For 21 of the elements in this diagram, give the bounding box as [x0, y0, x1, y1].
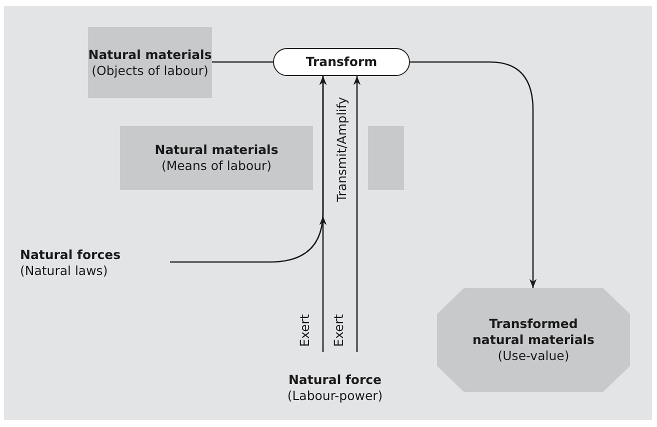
arrow: [410, 61, 537, 288]
node-subtitle: (Use-value): [498, 348, 570, 364]
node-subtitle: (Labour-power): [287, 388, 383, 404]
rotated-label: Transmit/Amplify: [334, 97, 349, 202]
node-subtitle: (Means of labour): [161, 158, 272, 174]
material-box: [120, 126, 313, 190]
node-title: Transformed natural materials: [472, 316, 596, 348]
edge-label: Exert: [296, 314, 312, 347]
node-title: Transform: [306, 54, 378, 70]
box-segment: [368, 126, 404, 190]
node-title: Natural materials: [88, 46, 212, 62]
edge-label: Exert: [330, 314, 346, 347]
node-title: Natural materials: [154, 142, 278, 158]
material-box: [88, 27, 212, 98]
process-pill: [273, 48, 410, 76]
node-subtitle: (Natural laws): [20, 263, 108, 279]
node-title: Natural force: [288, 372, 382, 388]
arrow: [353, 76, 361, 352]
node-title: Natural forces: [20, 247, 121, 263]
node-subtitle: (Objects of labour): [92, 62, 208, 78]
arrow: [319, 76, 326, 352]
